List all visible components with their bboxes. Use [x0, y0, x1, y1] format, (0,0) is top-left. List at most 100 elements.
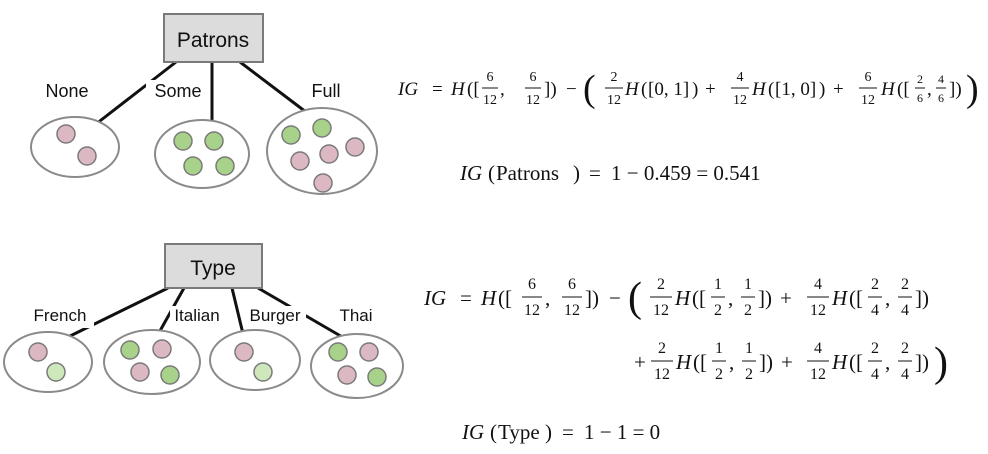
denominator: 12 — [861, 93, 875, 108]
equation-patrons: IG = H ([ 6 12 , 6 12 ]) − ( 2 12 H ( [0… — [397, 68, 979, 110]
ig-symbol: IG — [397, 79, 418, 100]
numerator: 4 — [737, 70, 744, 85]
bracket-close: ]) — [585, 286, 599, 310]
numerator: 4 — [814, 276, 822, 293]
bracket-close: ]) — [759, 350, 773, 374]
example-dot-pink — [152, 339, 172, 359]
paren-open: ( — [641, 79, 647, 100]
equals-sign: = — [589, 161, 601, 185]
comma: , — [927, 79, 932, 100]
fraction: 4 6 — [936, 72, 946, 105]
denominator: 12 — [810, 302, 826, 319]
edge-type-burger — [230, 287, 246, 339]
example-dot-pink — [359, 342, 379, 362]
comma: , — [500, 79, 505, 100]
ig-symbol: IG — [459, 161, 482, 185]
fraction: 1 2 — [741, 276, 755, 319]
numerator: 2 — [611, 70, 618, 85]
bracket-open: ([ — [692, 286, 706, 310]
entropy-fn: H — [751, 79, 767, 100]
fraction: 2 12 — [651, 340, 673, 383]
comma: , — [885, 350, 890, 374]
paren-open: ( — [768, 79, 774, 100]
big-paren-open: ( — [583, 68, 596, 110]
subset-type-french — [3, 331, 93, 393]
fraction: 2 4 — [868, 276, 882, 319]
plus-sign: + — [705, 79, 716, 100]
entropy-fn: H — [480, 286, 498, 310]
numerator: 2 — [901, 276, 909, 293]
branch-label-italian: Italian — [174, 306, 219, 325]
paren-open: ( — [490, 420, 497, 444]
example-dot-green — [312, 118, 332, 138]
denominator: 12 — [524, 302, 540, 319]
comma: , — [728, 286, 733, 310]
denominator: 4 — [901, 366, 909, 383]
root-node-type — [164, 243, 263, 289]
distribution: [0, 1] — [648, 79, 689, 100]
example-dot-pink — [337, 365, 357, 385]
subset-type-burger — [209, 329, 301, 391]
fraction: 4 12 — [731, 70, 749, 108]
branch-label-some: Some — [154, 81, 201, 101]
branch-label-french: French — [34, 306, 87, 325]
entropy-fn: H — [831, 350, 849, 374]
example-dot-pink — [313, 173, 333, 193]
numerator: 6 — [865, 70, 872, 85]
result-value: 1 − 1 = 0 — [584, 420, 660, 444]
equals-sign: = — [460, 286, 472, 310]
numerator: 1 — [745, 340, 753, 357]
example-dot-green — [160, 365, 180, 385]
example-dot-pink — [56, 124, 76, 144]
comma: , — [545, 286, 550, 310]
denominator: 4 — [871, 302, 879, 319]
example-dot-green — [204, 131, 224, 151]
denominator: 12 — [483, 93, 497, 108]
example-dot-pink — [130, 362, 150, 382]
entropy-fn: H — [450, 79, 466, 100]
fraction: 1 2 — [711, 276, 725, 319]
subset-patrons-none — [30, 116, 120, 178]
fraction: 6 12 — [859, 70, 877, 108]
root-node-patrons — [163, 13, 264, 63]
paren-close: ) — [819, 79, 825, 100]
fraction: 2 12 — [605, 70, 623, 108]
result-patrons: IG ( Patrons ) = 1 − 0.459 = 0.541 — [459, 161, 761, 185]
paren-open: ( — [488, 161, 495, 185]
comma: , — [885, 286, 890, 310]
root-label-patrons: Patrons — [177, 29, 249, 52]
numerator: 6 — [530, 70, 537, 85]
ig-symbol: IG — [461, 420, 484, 444]
denominator: 2 — [715, 366, 723, 383]
equals-sign: = — [432, 79, 443, 100]
fraction: 1 2 — [712, 340, 726, 383]
branch-label-none: None — [45, 81, 88, 101]
example-dot-green — [215, 156, 235, 176]
fraction: 2 4 — [868, 340, 882, 383]
example-dot-green — [328, 342, 348, 362]
paren-close: ) — [545, 420, 552, 444]
bracket-close: ]) — [544, 79, 557, 100]
example-dot-green — [173, 131, 193, 151]
plus-sign: + — [781, 350, 793, 374]
result-type: IG ( Type ) = 1 − 1 = 0 — [461, 420, 660, 444]
branch-label-thai: Thai — [339, 306, 372, 325]
bracket-open: ([ — [498, 286, 512, 310]
plus-sign: + — [634, 350, 646, 374]
example-dot-pink — [319, 144, 339, 164]
denominator: 4 — [901, 302, 909, 319]
minus-sign: − — [566, 79, 577, 100]
tree-type: Type French Italian Burger Thai — [3, 243, 404, 399]
example-dot-light-green — [46, 362, 66, 382]
equation-type: IG = H ([ 6 12 , 6 12 ]) − ( 2 12 H ([ 1… — [423, 275, 948, 386]
denominator: 12 — [607, 93, 621, 108]
entropy-fn: H — [624, 79, 640, 100]
fraction: 2 4 — [898, 340, 912, 383]
entropy-fn: H — [880, 79, 896, 100]
entropy-fn: H — [674, 286, 692, 310]
fraction: 1 2 — [742, 340, 756, 383]
plus-sign: + — [780, 286, 792, 310]
branch-label-full: Full — [311, 81, 340, 101]
numerator: 1 — [744, 276, 752, 293]
